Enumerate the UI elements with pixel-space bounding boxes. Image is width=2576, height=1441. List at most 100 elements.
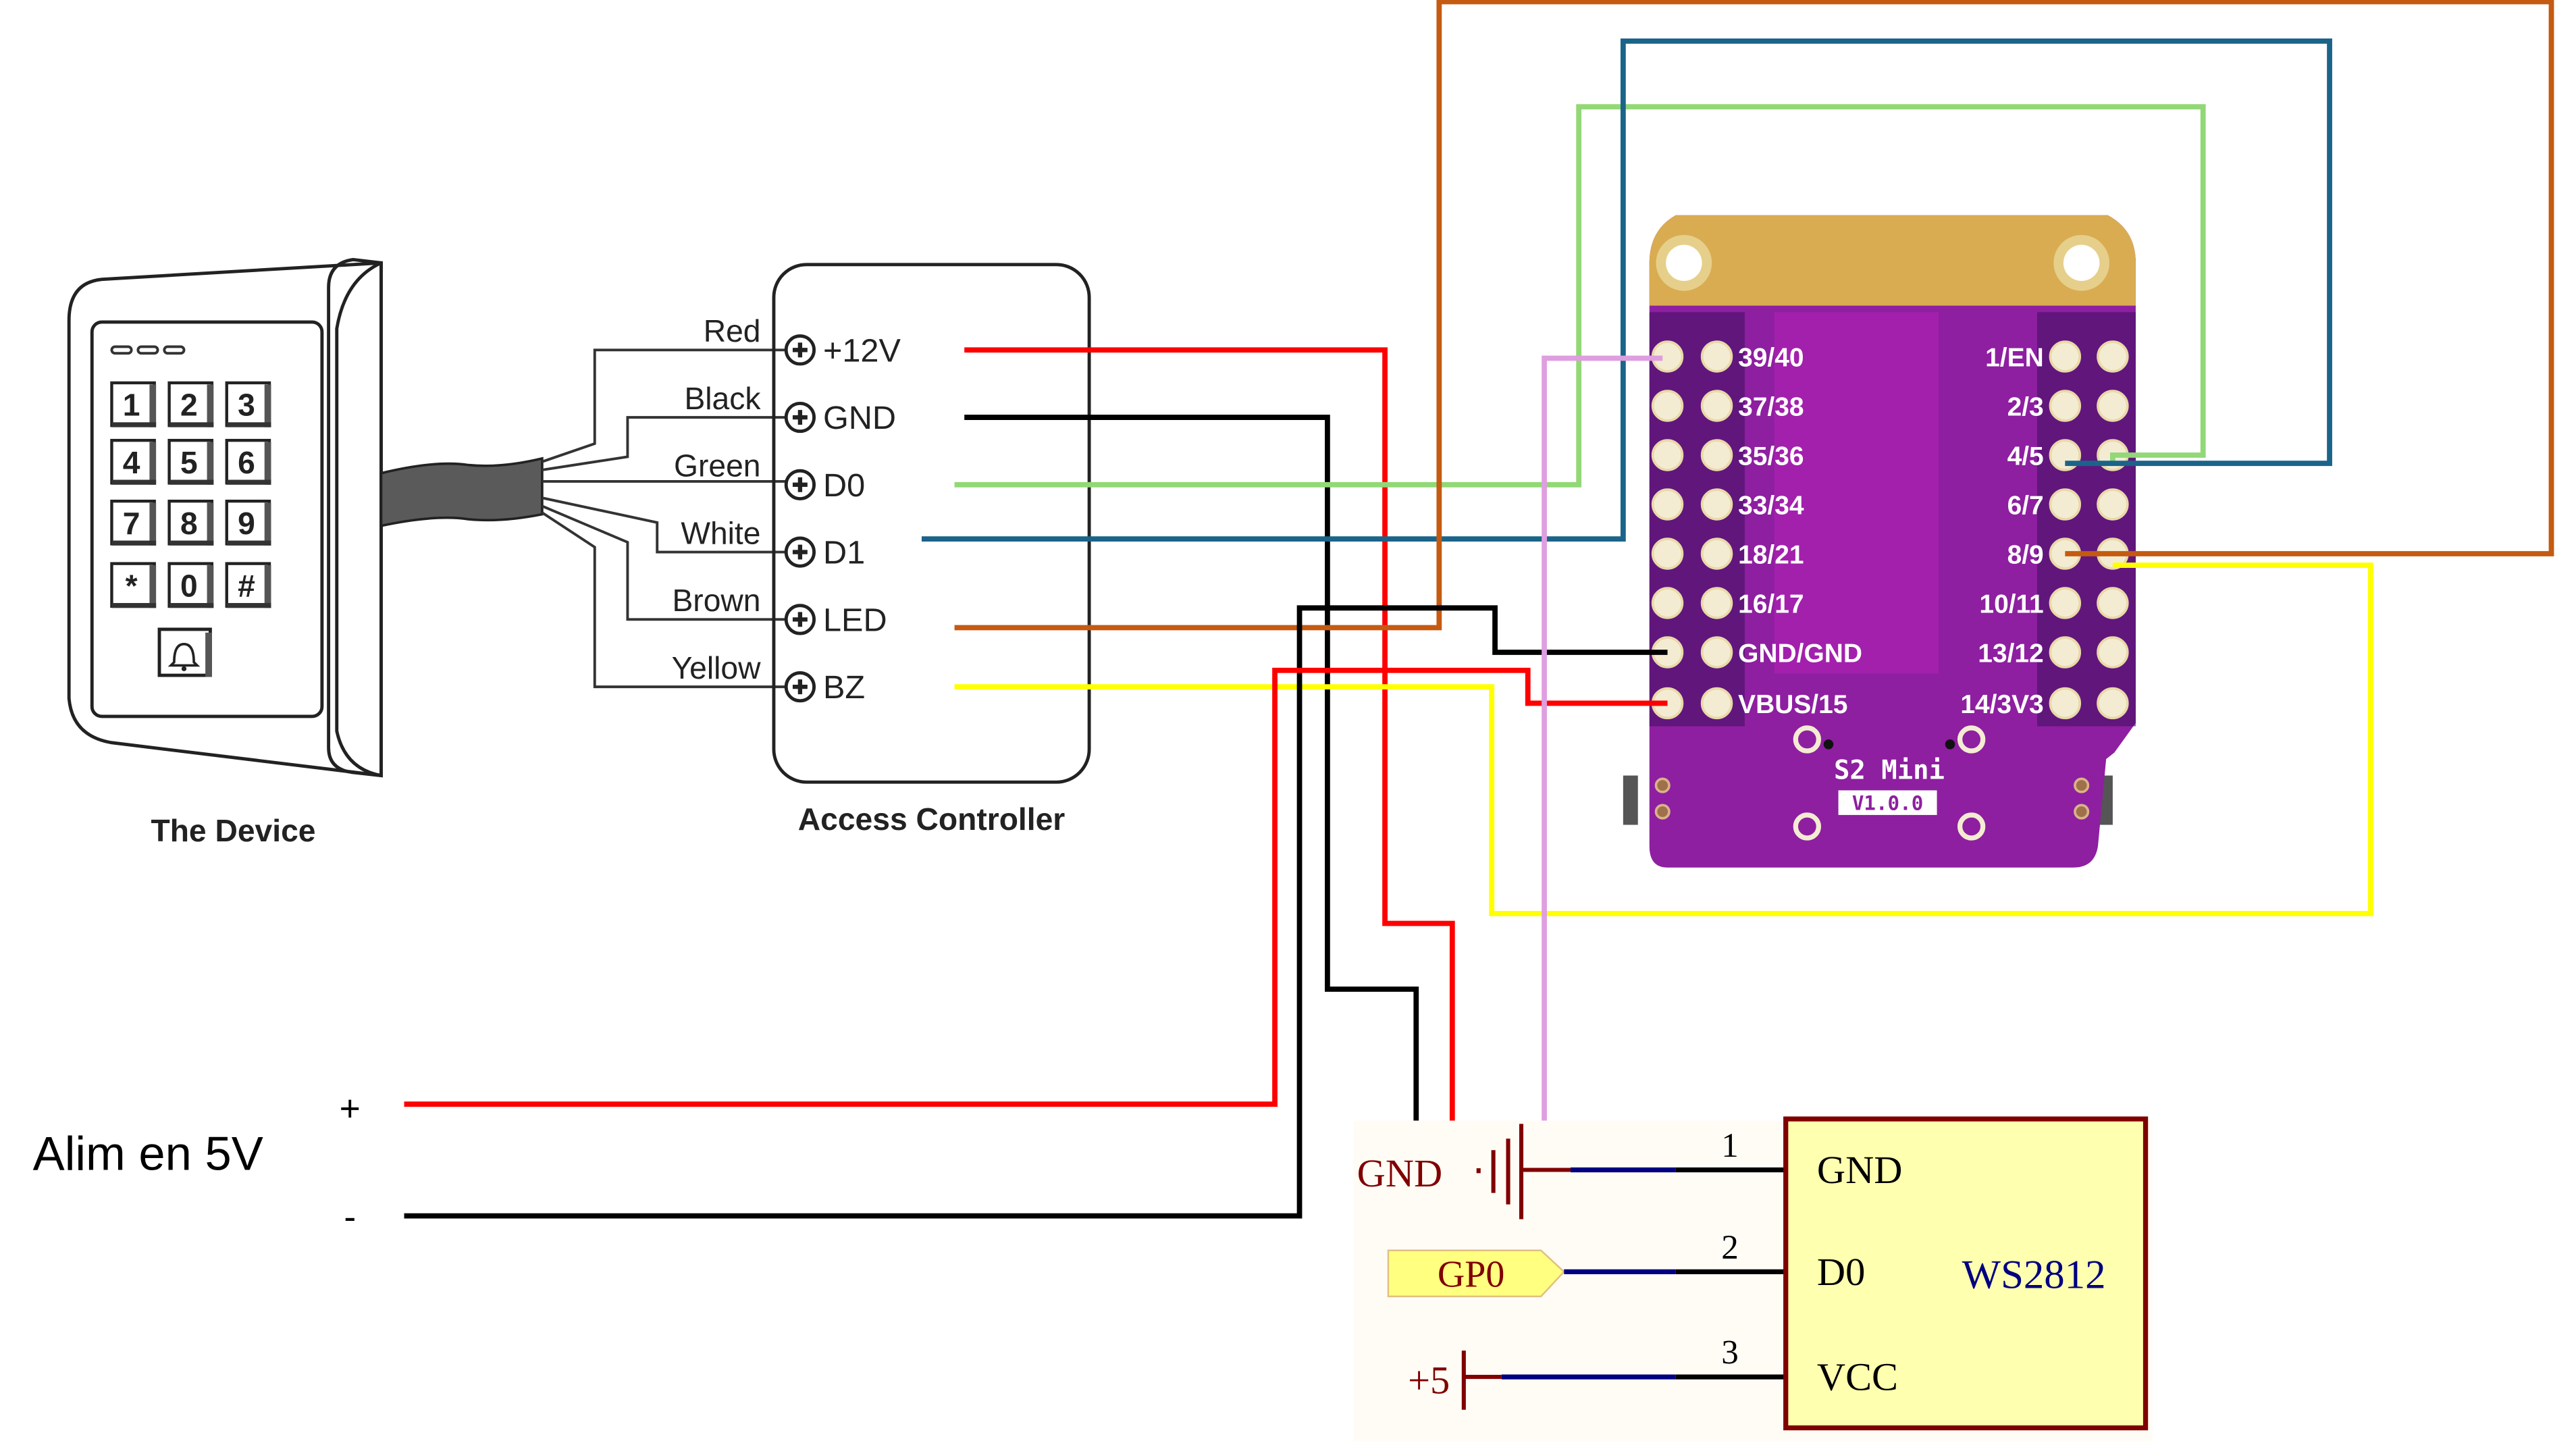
device-caption: The Device [151, 813, 315, 848]
header-pin [1700, 340, 1733, 373]
wire-color-label: White [681, 515, 760, 550]
keypad-key-label: 1 [123, 388, 140, 423]
header-pin [2049, 687, 2082, 720]
pin-number: 3 [1721, 1334, 1739, 1372]
device-cable [379, 348, 789, 689]
header-pin [2049, 340, 2082, 373]
terminal-label: D1 [823, 535, 865, 571]
pin-label-right: 2/3 [2007, 393, 2044, 422]
pin-label-right: 6/7 [2007, 492, 2044, 521]
pin-label-right: 8/9 [2007, 541, 2044, 570]
header-pin [1700, 439, 1733, 471]
keypad-key-label: 2 [180, 388, 198, 423]
pin-label-left: 16/17 [1738, 590, 1804, 619]
header-pin [1700, 538, 1733, 570]
keypad-key[interactable]: # [225, 562, 271, 608]
keypad-key[interactable]: * [110, 562, 157, 608]
keypad-key-label: 4 [123, 445, 140, 480]
pin-label-left: 33/34 [1738, 492, 1804, 521]
header-pin [2049, 488, 2082, 521]
pin-label-left: GND/GND [1738, 639, 1862, 669]
header-pin [1651, 390, 1684, 422]
pin-label-left: 18/21 [1738, 541, 1804, 570]
header-pin [2097, 390, 2129, 422]
keypad-key-label: 5 [180, 445, 198, 480]
header-pin [2049, 390, 2082, 422]
header-pin [2097, 340, 2129, 373]
gp0-net-flag: GP0 [1387, 1249, 1565, 1298]
terminal-label: BZ [823, 669, 865, 706]
keypad-key[interactable]: 0 [167, 562, 214, 608]
wire-color-label: Black [684, 381, 761, 416]
keypad-key[interactable]: 3 [225, 381, 271, 427]
terminal-label: GND [823, 400, 896, 436]
bell-button[interactable] [157, 627, 212, 677]
header-pin [2049, 636, 2082, 669]
board-model: S2 Mini [1834, 755, 1945, 785]
keypad-key[interactable]: 2 [167, 381, 214, 427]
header-pin [1700, 687, 1733, 720]
keypad-key-label: * [126, 568, 138, 603]
wire-color-label: Brown [672, 583, 760, 618]
header-pin [2097, 488, 2129, 521]
wire-black-board-gnd [404, 605, 1668, 1219]
terminal-label: LED [823, 602, 887, 638]
keypad-key-label: 3 [238, 388, 255, 423]
power-supply: Alim en 5V + - [33, 1089, 361, 1238]
header-pin [1700, 488, 1733, 521]
header-pin [2097, 587, 2129, 619]
wire-black-gnd [964, 415, 1419, 1364]
pin-label-left: VBUS/15 [1738, 690, 1847, 719]
keypad-key[interactable]: 4 [110, 438, 157, 485]
header-pin [2049, 587, 2082, 619]
pin-label-right: 1/EN [1985, 344, 2044, 373]
keypad-key-label: 6 [238, 445, 255, 480]
keypad-key[interactable]: 7 [110, 499, 157, 546]
keypad-key-label: 9 [238, 506, 255, 541]
pin-lines [1501, 1167, 1785, 1380]
wire-red-vbus [404, 667, 1668, 1107]
ws2812-part-name: WS2812 [1962, 1253, 2106, 1298]
terminal-label: D0 [823, 467, 865, 504]
wires [404, 0, 2554, 1364]
pin-label-right: 13/12 [1978, 639, 2043, 669]
keypad-key[interactable]: 6 [225, 438, 271, 485]
terminal-label: +12V [823, 332, 901, 369]
keypad-key[interactable]: 8 [167, 499, 214, 546]
wire-yellow-bz [954, 562, 2373, 916]
header-pin [1700, 390, 1733, 422]
net-gp0-label: GP0 [1438, 1253, 1505, 1295]
header-pin [1651, 488, 1684, 521]
wire-red-12v [964, 347, 1455, 1134]
keypad-key[interactable]: 5 [167, 438, 214, 485]
wire-green-d0 [954, 104, 2206, 488]
keypad-key[interactable]: 9 [225, 499, 271, 546]
wire-orange-led [954, 0, 2554, 631]
keypad-key-label: # [238, 568, 255, 603]
keypad-key[interactable]: 1 [110, 381, 157, 427]
controller-caption: Access Controller [798, 802, 1066, 837]
pin-number: 1 [1721, 1126, 1739, 1165]
wire-color-label: Red [704, 313, 761, 348]
pin-label-left: 37/38 [1738, 393, 1804, 422]
pin-label-left: 35/36 [1738, 442, 1804, 471]
pin-label-right: 14/3V3 [1960, 690, 2043, 719]
pin-name: VCC [1817, 1355, 1898, 1399]
header-pin [1651, 538, 1684, 570]
reset-button-left[interactable] [1623, 775, 1638, 825]
pin-label-left: 39/40 [1738, 344, 1804, 373]
power-minus-label: - [344, 1197, 356, 1237]
header-pin [2097, 636, 2129, 669]
power-symbol-icon [1461, 1351, 1502, 1410]
pin-number: 2 [1721, 1228, 1739, 1267]
